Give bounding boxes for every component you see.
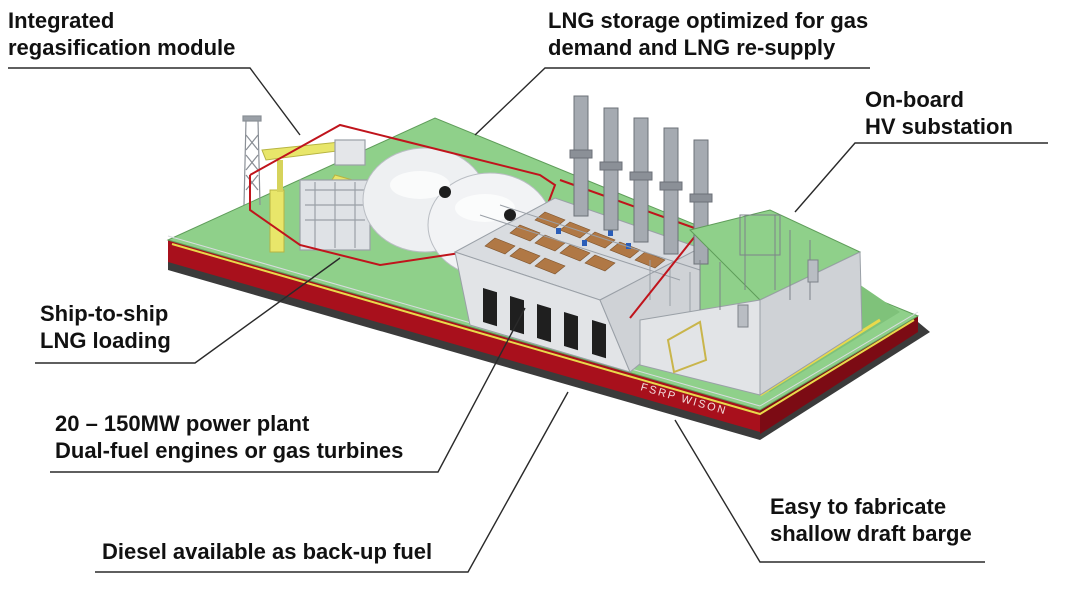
power-plant-building: [453, 179, 702, 373]
callout-ship-to-ship-line1: Ship-to-ship: [40, 301, 169, 326]
callout-barge-line2: shallow draft barge: [770, 521, 972, 546]
substation-side-wall: [759, 251, 863, 396]
callout-hv-substation: On-board HV substation: [865, 86, 1013, 140]
deck-railing: [167, 235, 919, 407]
tank-dome-1: [439, 186, 451, 198]
callout-ship-to-ship: Ship-to-ship LNG loading: [40, 300, 171, 354]
hv-substation: [639, 209, 863, 396]
callout-diesel: Diesel available as back-up fuel: [102, 538, 432, 565]
callout-leaders: [8, 67, 1048, 573]
callout-barge-line1: Easy to fabricate: [770, 494, 947, 519]
tank-dome-2: [504, 209, 516, 221]
callout-hv-substation-line2: HV substation: [865, 114, 1013, 139]
callout-power-plant: 20 – 150MW power plant Dual-fuel engines…: [55, 410, 403, 464]
crane-pedestal: [269, 189, 285, 253]
callout-regasification: Integrated regasification module: [8, 7, 235, 61]
callout-diesel-line1: Diesel available as back-up fuel: [102, 539, 433, 564]
callout-power-plant-line1: 20 – 150MW power plant: [55, 411, 310, 436]
callout-ship-to-ship-line2: LNG loading: [40, 328, 171, 353]
engine-vents: [483, 288, 606, 359]
callout-barge: Easy to fabricate shallow draft barge: [770, 493, 972, 547]
leader-substation: [794, 142, 1048, 213]
callout-power-plant-line2: Dual-fuel engines or gas turbines: [55, 438, 404, 463]
roof-blue-units: [556, 228, 631, 249]
callout-regasification-line1: Integrated: [8, 8, 115, 33]
stack-2: [599, 107, 623, 231]
callout-lng-storage-line2: demand and LNG re-supply: [548, 35, 836, 60]
leader-barge: [674, 419, 985, 563]
callout-lng-storage: LNG storage optimized for gas demand and…: [548, 7, 868, 61]
hull-stern: [760, 316, 918, 434]
leader-power: [50, 307, 526, 473]
leader-regas: [8, 67, 301, 136]
stack-3: [629, 117, 653, 243]
callout-hv-substation-line1: On-board: [865, 87, 964, 112]
leader-sts: [35, 257, 341, 364]
leader-diesel: [95, 391, 569, 573]
deck-edge-stripe: [171, 243, 915, 416]
callout-regasification-line2: regasification module: [8, 35, 236, 60]
stair-ladder: [666, 320, 708, 374]
lattice-tower: [242, 115, 262, 206]
roof-pipe-rack: [479, 204, 701, 312]
switchgear-frames: [699, 214, 819, 328]
stack-4: [659, 127, 683, 255]
stack-1: [569, 95, 593, 217]
callout-lng-storage-line1: LNG storage optimized for gas: [548, 8, 869, 33]
regas-module: [299, 139, 371, 251]
leader-storage: [474, 67, 870, 136]
